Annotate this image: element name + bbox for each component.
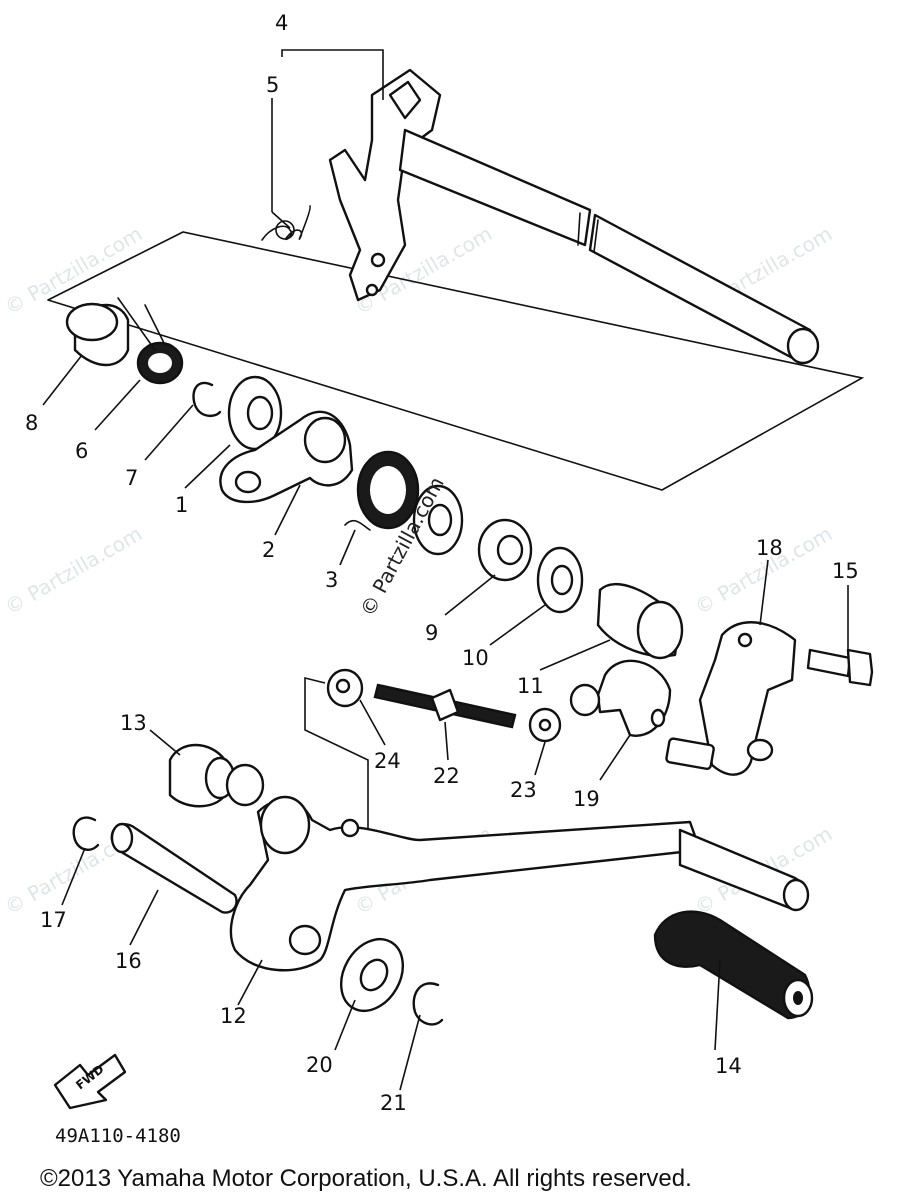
callout-10: 10 bbox=[462, 646, 489, 670]
part-18-lever[interactable] bbox=[665, 621, 797, 776]
callout-5: 5 bbox=[266, 73, 279, 97]
part-17-circlip[interactable] bbox=[72, 816, 100, 851]
callout-7: 7 bbox=[125, 466, 138, 490]
callout-4: 4 bbox=[275, 11, 288, 35]
part-15-bolt[interactable] bbox=[806, 648, 874, 687]
callout-13: 13 bbox=[120, 711, 147, 735]
callout-14: 14 bbox=[715, 1054, 742, 1078]
leader-lines bbox=[42, 49, 849, 1091]
part-5-spring[interactable] bbox=[261, 205, 311, 241]
callout-18: 18 bbox=[756, 536, 783, 560]
callout-24: 24 bbox=[374, 749, 401, 773]
washer[interactable] bbox=[412, 484, 464, 556]
copyright-notice: ©2013 Yamaha Motor Corporation, U.S.A. A… bbox=[40, 1165, 692, 1192]
part-24-nut[interactable] bbox=[326, 668, 364, 708]
part-6-spring[interactable] bbox=[117, 297, 184, 385]
callout-22: 22 bbox=[433, 764, 460, 788]
part-4-shift-shaft[interactable] bbox=[328, 68, 820, 365]
part-19-rod-end[interactable] bbox=[569, 659, 672, 737]
part-12-shift-pedal[interactable] bbox=[229, 795, 810, 972]
part-22-bolt[interactable] bbox=[373, 683, 517, 729]
callout-21: 21 bbox=[380, 1091, 407, 1115]
callout-19: 19 bbox=[573, 787, 600, 811]
part-3-spring[interactable] bbox=[344, 450, 420, 531]
part-10-washer[interactable] bbox=[536, 546, 584, 614]
callout-1: 1 bbox=[175, 493, 188, 517]
subassembly-outline bbox=[47, 231, 865, 491]
part-8-collar[interactable] bbox=[65, 302, 130, 367]
callout-16: 16 bbox=[115, 949, 142, 973]
part-9-bearing[interactable] bbox=[477, 518, 533, 582]
part-23-nut[interactable] bbox=[528, 707, 562, 743]
diagram-code: 49A110-4180 bbox=[55, 1125, 181, 1147]
part-14-pedal-rubber[interactable] bbox=[653, 910, 814, 1020]
callout-2: 2 bbox=[262, 538, 275, 562]
callout-labels: 4 5 8 6 7 1 2 3 9 10 11 18 15 24 22 23 1… bbox=[25, 11, 859, 1115]
callout-12: 12 bbox=[220, 1004, 247, 1028]
callout-9: 9 bbox=[425, 621, 438, 645]
callout-6: 6 bbox=[75, 439, 88, 463]
part-7-circlip[interactable] bbox=[192, 381, 222, 418]
part-21-circlip[interactable] bbox=[412, 982, 444, 1026]
watermark: © Partzilla.com bbox=[1, 221, 147, 319]
part-2-shift-arm[interactable] bbox=[219, 410, 354, 504]
callout-20: 20 bbox=[306, 1053, 333, 1077]
part-20-washer[interactable] bbox=[329, 928, 415, 1022]
callout-17: 17 bbox=[40, 908, 67, 932]
watermark: © Partzilla.com bbox=[1, 521, 147, 619]
callout-8: 8 bbox=[25, 411, 38, 435]
part-16-pivot-shaft[interactable] bbox=[110, 822, 238, 914]
part-11-sleeve[interactable] bbox=[596, 582, 684, 660]
callout-3: 3 bbox=[325, 568, 338, 592]
part-13-rubber[interactable] bbox=[168, 743, 265, 808]
callout-11: 11 bbox=[517, 674, 544, 698]
group-bracket bbox=[304, 676, 369, 838]
callout-23: 23 bbox=[510, 778, 537, 802]
callout-15: 15 bbox=[832, 559, 859, 583]
forward-arrow-icon: FWD bbox=[53, 1053, 127, 1110]
